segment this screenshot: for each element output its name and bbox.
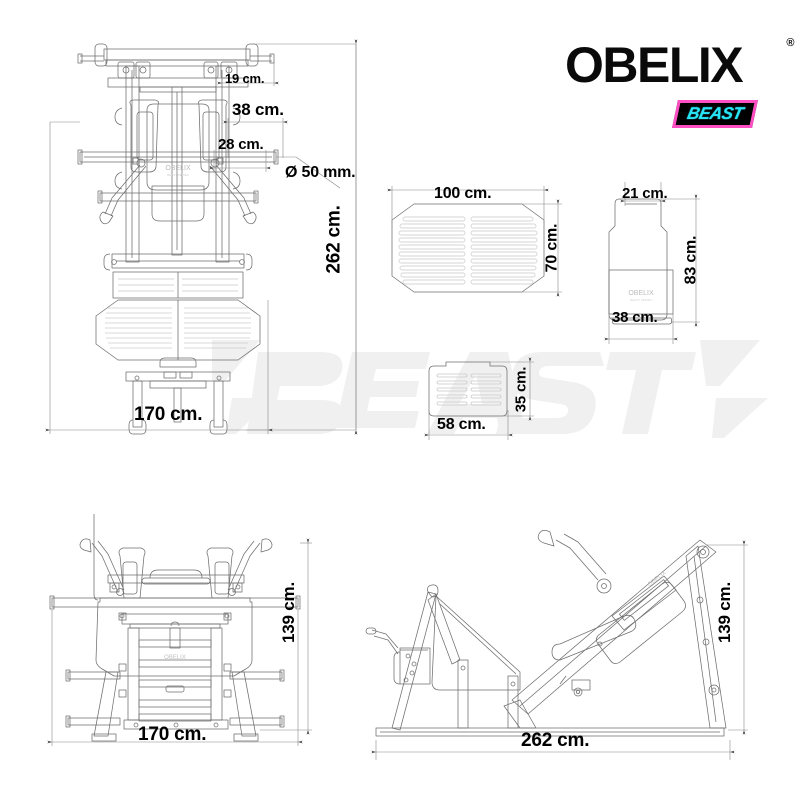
dimension-label-35cm: 35 cm. (512, 366, 530, 413)
svg-text:BEAST SERIES: BEAST SERIES (167, 173, 189, 177)
svg-text:OBELIX: OBELIX (628, 290, 654, 297)
dimension-label-28cm: 28 cm. (218, 136, 264, 153)
obelix-wordmark-text: OBELIX (565, 37, 744, 93)
brand-block: OBELIX ® BEAST (565, 37, 794, 145)
dimension-label-139cm-side: 139 cm. (714, 582, 734, 643)
dimension-label-58cm: 58 cm. (437, 416, 486, 433)
dimension-label-170cm-top: 170 cm. (134, 404, 203, 425)
side-view-drawing: OBELIX (365, 530, 727, 737)
top-view-dimension-lines (45, 39, 358, 435)
small-platform-drawing (428, 361, 508, 417)
dimension-label-38cm: 38 cm. (232, 100, 284, 119)
svg-text:OBELIX: OBELIX (164, 655, 186, 661)
front-view-dimension-lines (47, 538, 312, 746)
dimension-label-19cm: 19 cm. (225, 71, 265, 86)
dimension-label-38cm-pad: 38 cm. (612, 309, 658, 326)
large-platform-drawing (391, 203, 545, 293)
dimension-label-262cm-top: 262 cm. (323, 205, 345, 274)
top-view-drawing: OBELIX BEAST SERIES (77, 43, 279, 435)
large-platform-dimension-lines (387, 186, 562, 297)
dimension-label-100cm: 100 cm. (434, 185, 492, 202)
svg-text:BEAST SERIES: BEAST SERIES (630, 298, 652, 302)
dimension-label-diameter-50mm: Ø 50 mm. (285, 164, 356, 181)
dimension-label-70cm: 70 cm. (543, 223, 561, 273)
registered-trademark-icon: ® (786, 37, 794, 49)
dimension-label-83cm: 83 cm. (682, 235, 700, 285)
dimension-label-139cm-front: 139 cm. (278, 582, 298, 643)
dimension-label-262cm-side: 262 cm. (521, 730, 590, 751)
back-pad-dimension-lines (604, 182, 700, 344)
svg-text:OBELIX: OBELIX (647, 570, 668, 588)
front-view-drawing: OBELIX (49, 514, 301, 742)
dimension-label-21cm: 21 cm. (622, 185, 668, 202)
side-view-dimension-lines (371, 540, 748, 760)
dimension-label-170cm-front: 170 cm. (138, 724, 207, 745)
beast-badge: BEAST (672, 100, 758, 128)
obelix-wordmark: OBELIX ® (565, 37, 794, 93)
back-pad-drawing: OBELIX BEAST SERIES (608, 198, 674, 325)
small-platform-dimension-lines (424, 357, 534, 440)
svg-text:OBELIX: OBELIX (165, 165, 191, 172)
beast-badge-label: BEAST (685, 104, 745, 123)
